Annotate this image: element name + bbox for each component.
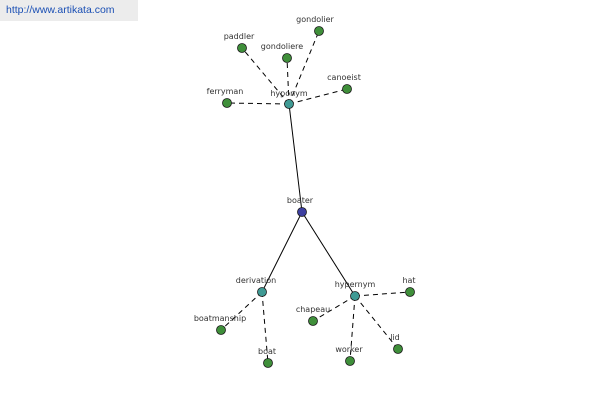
node-lid-label: lid	[390, 333, 400, 342]
node-ferryman-label: ferryman	[207, 87, 244, 96]
node-worker-label: worker	[335, 345, 363, 354]
edge-boater-hypernym	[301, 211, 356, 297]
source-url-link[interactable]: http://www.artikata.com	[0, 0, 138, 21]
node-gondolier[interactable]: gondolier	[296, 15, 335, 36]
node-lid[interactable]: lid	[390, 333, 403, 354]
edge-hyponym-ferryman	[226, 102, 290, 105]
edge-boater-derivation	[261, 211, 303, 293]
nodes-layer: boater hyponym derivation hypernym paddler go…	[194, 15, 416, 368]
node-worker-marker[interactable]	[345, 356, 355, 366]
node-derivation-marker[interactable]	[257, 287, 267, 297]
node-gondolier-marker[interactable]	[314, 26, 324, 36]
edge-hypernym-worker	[349, 295, 356, 362]
node-gondoliere[interactable]: gondoliere	[261, 42, 303, 63]
edge-hyponym-canoeist	[288, 88, 348, 105]
node-boat-marker[interactable]	[263, 358, 273, 368]
edge-hyponym-paddler	[241, 47, 290, 105]
node-boat[interactable]: boat	[258, 347, 276, 368]
edges-layer	[220, 30, 411, 364]
node-hyponym[interactable]: hyponym	[270, 89, 308, 109]
node-worker[interactable]: worker	[335, 345, 363, 366]
node-paddler-label: paddler	[224, 32, 255, 41]
node-hypernym[interactable]: hypernym	[335, 280, 376, 301]
node-canoeist-label: canoeist	[327, 73, 361, 82]
node-boater[interactable]: boater	[287, 196, 314, 217]
node-gondoliere-label: gondoliere	[261, 42, 303, 51]
node-gondolier-label: gondolier	[296, 15, 334, 24]
node-ferryman[interactable]: ferryman	[207, 87, 244, 108]
node-hat-marker[interactable]	[405, 287, 415, 297]
node-hat-label: hat	[402, 276, 415, 285]
node-hypernym-marker[interactable]	[350, 291, 360, 301]
node-boatmanship-marker[interactable]	[216, 325, 226, 335]
node-canoeist-marker[interactable]	[342, 84, 352, 94]
node-boater-marker[interactable]	[297, 207, 307, 217]
node-paddler[interactable]: paddler	[224, 32, 255, 53]
node-boater-label: boater	[287, 196, 314, 205]
node-boatmanship-label: boatmanship	[194, 314, 246, 323]
node-chapeau-marker[interactable]	[308, 316, 318, 326]
edge-hyponym-gondoliere	[286, 57, 290, 105]
node-derivation-label: derivation	[236, 276, 276, 285]
edge-derivation-boatmanship	[220, 291, 263, 331]
edge-boater-hyponym	[288, 103, 303, 213]
node-canoeist[interactable]: canoeist	[327, 73, 361, 94]
node-derivation[interactable]: derivation	[236, 276, 276, 297]
node-hyponym-label: hyponym	[270, 89, 308, 98]
node-chapeau[interactable]: chapeau	[296, 305, 330, 326]
edge-hypernym-hat	[354, 291, 411, 297]
node-paddler-marker[interactable]	[237, 43, 247, 53]
node-boatmanship[interactable]: boatmanship	[194, 314, 246, 335]
edge-derivation-boat	[261, 291, 269, 364]
node-hypernym-label: hypernym	[335, 280, 376, 289]
edge-hypernym-lid	[354, 295, 399, 350]
node-hat[interactable]: hat	[402, 276, 416, 297]
node-chapeau-label: chapeau	[296, 305, 330, 314]
node-lid-marker[interactable]	[393, 344, 403, 354]
edge-hypernym-chapeau	[312, 295, 356, 322]
node-boat-label: boat	[258, 347, 276, 356]
node-hyponym-marker[interactable]	[284, 99, 294, 109]
edge-hyponym-gondolier	[288, 30, 320, 105]
node-ferryman-marker[interactable]	[222, 98, 232, 108]
node-gondoliere-marker[interactable]	[282, 53, 292, 63]
